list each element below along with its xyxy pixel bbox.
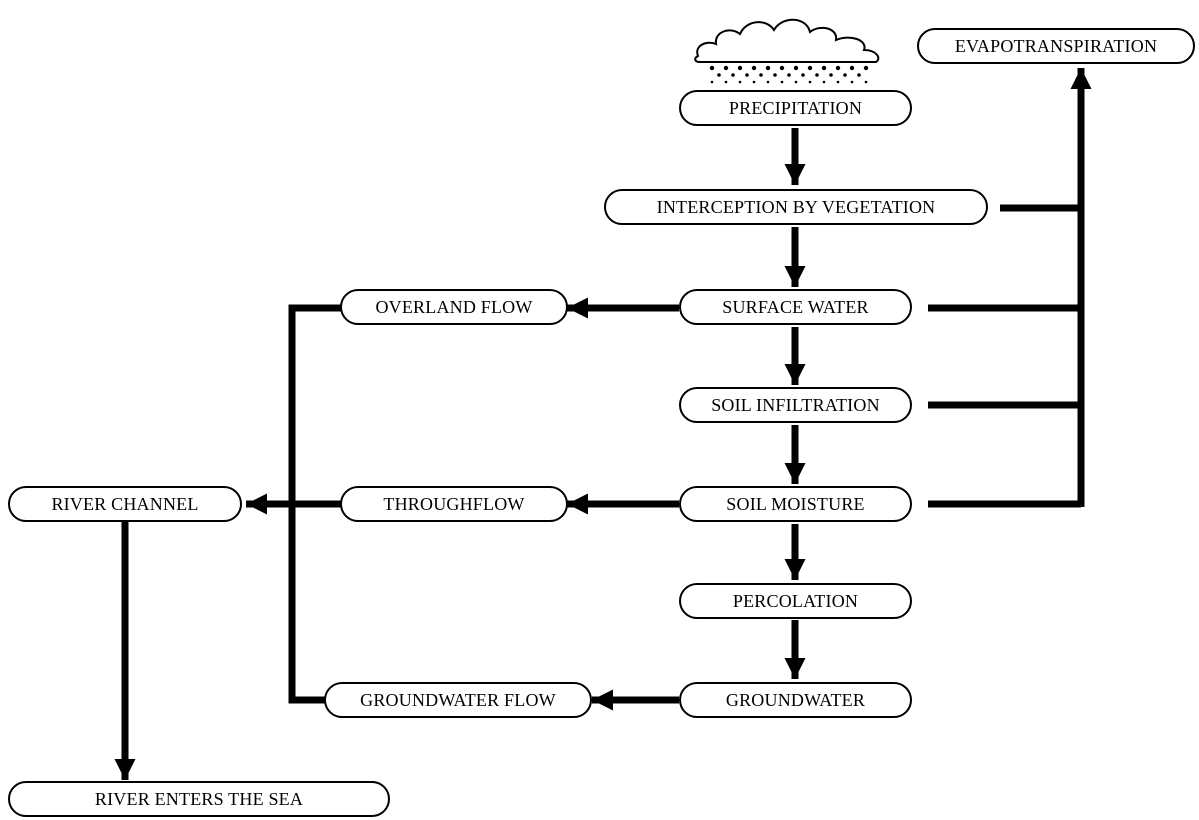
node-throughflow: THROUGHFLOW: [340, 486, 568, 522]
node-groundwater: GROUNDWATER: [679, 682, 912, 718]
node-evapotranspiration: EVAPOTRANSPIRATION: [917, 28, 1195, 64]
node-overland-flow: OVERLAND FLOW: [340, 289, 568, 325]
node-soil-moisture: SOIL MOISTURE: [679, 486, 912, 522]
node-soil-infiltration: SOIL INFILTRATION: [679, 387, 912, 423]
node-river-channel: RIVER CHANNEL: [8, 486, 242, 522]
node-groundwater-flow: GROUNDWATER FLOW: [324, 682, 592, 718]
node-interception-by-vegetation: INTERCEPTION BY VEGETATION: [604, 189, 988, 225]
node-river-enters-the-sea: RIVER ENTERS THE SEA: [8, 781, 390, 817]
rain-dots: [709, 65, 869, 84]
node-precipitation: PRECIPITATION: [679, 90, 912, 126]
cloud-outline: [694, 18, 880, 63]
node-surface-water: SURFACE WATER: [679, 289, 912, 325]
rain-cloud-icon: [694, 18, 880, 84]
node-percolation: PERCOLATION: [679, 583, 912, 619]
